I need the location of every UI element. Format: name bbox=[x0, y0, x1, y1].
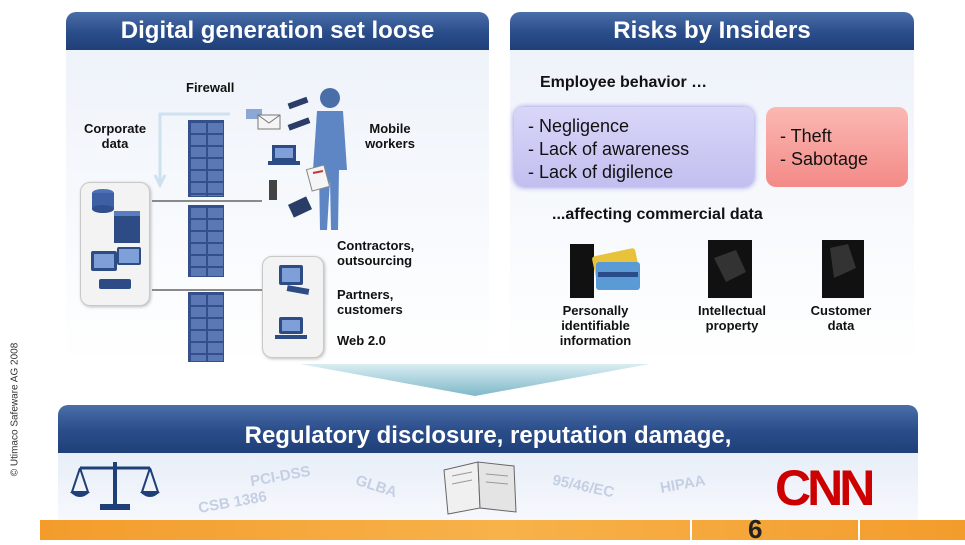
firewall-wall-bottom bbox=[188, 292, 224, 362]
partners-label: Partners, customers bbox=[337, 287, 403, 317]
intellectual-property-label: Intellectual property bbox=[698, 303, 766, 333]
employee-behavior-label: Employee behavior … bbox=[540, 74, 708, 91]
contractors-label: Contractors, outsourcing bbox=[337, 238, 415, 268]
behavior-sabotage: - Sabotage bbox=[780, 149, 869, 169]
cnn-logo: CNN bbox=[775, 460, 875, 516]
pii-label: Personally identifiable information bbox=[559, 303, 632, 348]
server-icon bbox=[91, 189, 141, 289]
corporate-devices-box bbox=[80, 182, 150, 306]
footer-divider bbox=[690, 520, 692, 540]
right-panel bbox=[510, 46, 914, 366]
customer-data-icon bbox=[822, 240, 864, 298]
left-panel-title: Digital generation set loose bbox=[66, 12, 489, 50]
customer-data-label: Customer data bbox=[810, 303, 872, 333]
mobile-devices-icon bbox=[246, 96, 313, 218]
firewall-label: Firewall bbox=[186, 80, 235, 95]
theft-box: - Theft - Sabotage bbox=[766, 107, 908, 187]
open-book-icon bbox=[443, 461, 517, 515]
arrow-corporate-to-partners bbox=[152, 289, 262, 291]
scales-icon bbox=[70, 462, 160, 510]
arrow-corporate-to-mobile bbox=[152, 200, 262, 202]
page-number: 6 bbox=[748, 514, 763, 544]
web20-label: Web 2.0 bbox=[337, 333, 386, 348]
behavior-negligence: - Negligence bbox=[528, 116, 630, 136]
behavior-lack-digilence: - Lack of digilence bbox=[528, 162, 674, 182]
affecting-commercial-data-label: ...affecting commercial data bbox=[552, 206, 763, 223]
partner-devices-box bbox=[262, 256, 324, 358]
firewall-wall-top bbox=[188, 120, 224, 197]
corporate-data-label: Corporate data bbox=[83, 121, 147, 151]
person-icon bbox=[305, 88, 347, 230]
footer-bar bbox=[40, 520, 965, 540]
intellectual-property-icon bbox=[708, 240, 752, 298]
down-arrow-icon bbox=[300, 364, 650, 396]
mobile-workers-label: Mobile workers bbox=[365, 121, 415, 151]
desktop-icon bbox=[275, 265, 310, 339]
copyright-text: © Utimaco Safeware AG 2008 bbox=[9, 342, 21, 477]
behavior-lack-awareness: - Lack of awareness bbox=[528, 139, 690, 159]
id-cards-icon bbox=[570, 244, 640, 298]
firewall-wall-mid bbox=[188, 205, 224, 277]
behavior-theft: - Theft bbox=[780, 126, 832, 146]
right-panel-title: Risks by Insiders bbox=[510, 12, 914, 50]
bottom-title: Regulatory disclosure, reputation damage… bbox=[58, 405, 918, 453]
connector-lines bbox=[153, 112, 230, 189]
negligence-box: - Negligence - Lack of awareness - Lack … bbox=[514, 107, 754, 187]
footer-divider-2 bbox=[858, 520, 860, 540]
